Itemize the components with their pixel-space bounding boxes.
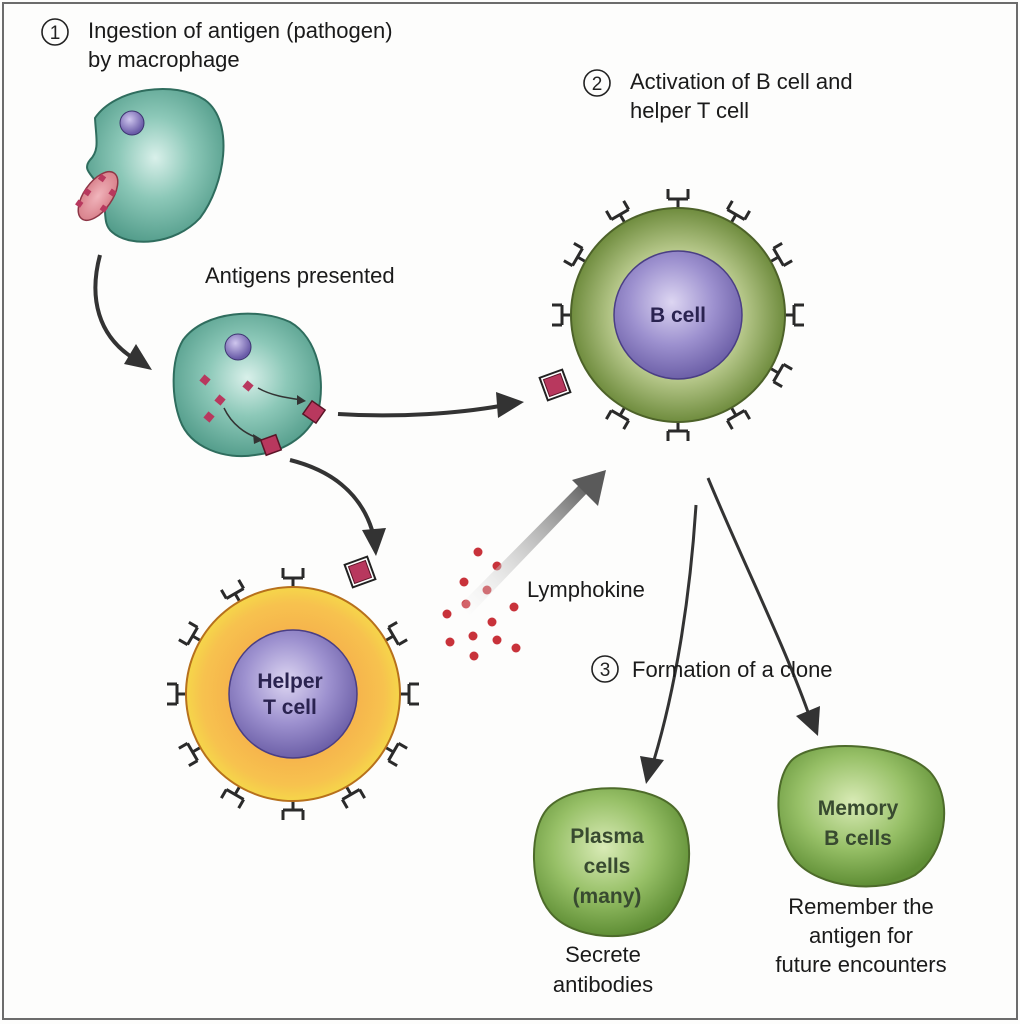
step-1-line2: by macrophage	[88, 47, 240, 72]
b-cell: B cell	[538, 187, 806, 443]
lymphokine-dot	[468, 631, 478, 641]
arrow-ingest-to-present	[93, 254, 152, 370]
lymphokine-dot	[442, 609, 452, 619]
step-2-line1: Activation of B cell and	[630, 69, 853, 94]
arrow-bcell-to-plasma	[640, 504, 698, 784]
lymphokine-dot	[469, 651, 479, 661]
step-1-number: 1	[50, 23, 61, 44]
lymphokine-dot	[511, 643, 521, 653]
lymphokine-dot	[509, 602, 519, 612]
macrophage-nucleus	[119, 110, 145, 136]
b-cell-nucleus	[613, 250, 743, 380]
arrow-bcell-to-memory	[706, 477, 820, 736]
presenting-nucleus	[224, 333, 252, 361]
step-2-number: 2	[592, 74, 603, 95]
pathogen-icon	[75, 170, 119, 222]
lymphokine-label: Lymphokine	[527, 577, 645, 602]
macrophage-presenting	[172, 312, 327, 457]
step-2-line2: helper T cell	[630, 98, 749, 123]
memory-caption-line1: Remember the	[788, 894, 934, 919]
plasma-caption-line1: Secrete	[565, 942, 641, 967]
arrow-present-to-helper	[289, 458, 386, 556]
plasma-label-line3: (many)	[573, 885, 642, 908]
step-1-line1: Ingestion of antigen (pathogen)	[88, 18, 393, 43]
presented-antigen	[259, 433, 283, 457]
step-1-label: 1 Ingestion of antigen (pathogen) by mac…	[41, 18, 393, 72]
helper-t-label-line1: Helper	[257, 670, 322, 693]
presented-antigen	[301, 399, 327, 425]
lymphokine-dot	[445, 637, 455, 647]
arrow-present-to-bcell	[337, 392, 524, 418]
b-cell-label: B cell	[650, 304, 706, 327]
memory-label-line1: Memory	[818, 797, 899, 820]
lymphokine-dot	[487, 617, 497, 627]
plasma-label-line1: Plasma	[570, 825, 644, 848]
macrophage-ingesting	[75, 88, 225, 243]
step-3-line1: Formation of a clone	[632, 657, 833, 682]
memory-caption-line3: future encounters	[775, 952, 946, 977]
bound-antigen	[538, 368, 572, 402]
step-3-number: 3	[600, 660, 611, 681]
lymphokine-dot	[473, 547, 483, 557]
arrow-lymphokine-to-bcell	[460, 470, 606, 615]
antigens-presented-label: Antigens presented	[205, 263, 395, 288]
step-3-label: 3 Formation of a clone	[591, 655, 833, 683]
memory-caption-line2: antigen for	[809, 923, 913, 948]
plasma-label-line2: cells	[584, 855, 631, 878]
helper-t-label-line2: T cell	[263, 696, 317, 719]
bound-antigen	[343, 555, 377, 589]
lymphokine-dot	[492, 635, 502, 645]
step-2-label: 2 Activation of B cell and helper T cell	[583, 69, 853, 123]
lymphokine-dot	[459, 577, 469, 587]
memory-label-line2: B cells	[824, 827, 892, 850]
plasma-caption-line2: antibodies	[553, 972, 653, 997]
plasma-cell: Plasma cells (many)	[532, 787, 690, 938]
helper-t-nucleus	[228, 629, 358, 759]
memory-b-cell: Memory B cells	[777, 745, 946, 888]
helper-t-cell: Helper T cell	[165, 555, 421, 822]
